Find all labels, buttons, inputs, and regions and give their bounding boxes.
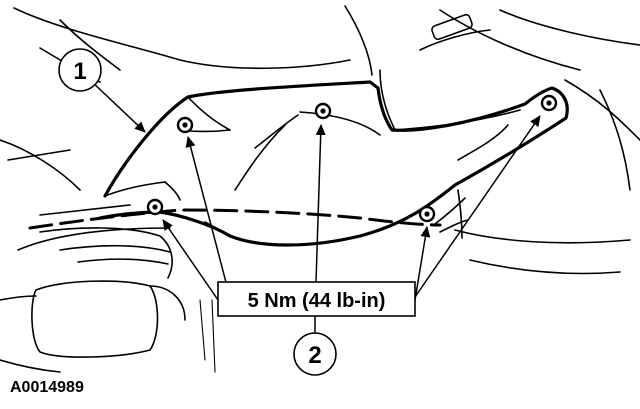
bolt-lower-right xyxy=(418,205,436,223)
bolt-top-center xyxy=(314,102,332,120)
bolt-left xyxy=(146,198,164,216)
bolt-top-left xyxy=(176,116,194,134)
callout-2-label: 2 xyxy=(308,342,321,369)
leader-lines xyxy=(89,79,541,333)
callout-1: 1 xyxy=(58,48,102,92)
torque-spec-label: 5 Nm (44 lb-in) xyxy=(248,290,386,312)
callout-1-label: 1 xyxy=(73,58,86,85)
torque-spec-box: 5 Nm (44 lb-in) xyxy=(217,281,416,317)
figure-id: A0014989 xyxy=(10,379,84,396)
heat-shield xyxy=(28,80,569,247)
seat-cushion xyxy=(0,227,216,373)
bolt-right xyxy=(540,94,558,112)
callout-2: 2 xyxy=(293,332,337,376)
